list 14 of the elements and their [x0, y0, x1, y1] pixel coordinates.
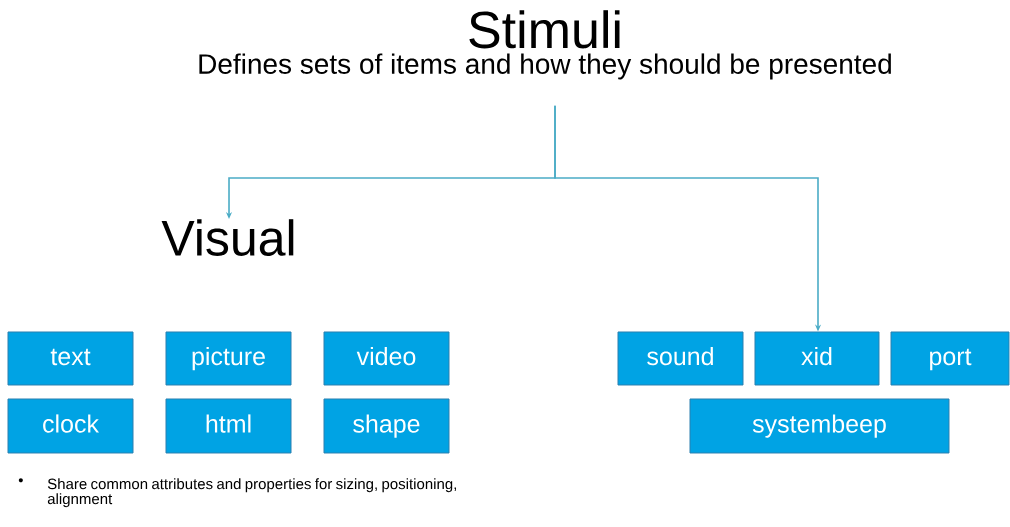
heading: Stimuli Defines sets of items and how they should be presented — [199, 10, 891, 80]
category-heading: Visual — [161, 219, 294, 256]
stimulus-box: port — [890, 331, 1010, 386]
bullet-note: Share common attributes and properties for sizing, positioning, alignment — [47, 478, 456, 508]
stimulus-box: clock — [7, 398, 134, 454]
bullet: • — [18, 478, 23, 483]
stimulus-box: html — [165, 398, 292, 454]
stimulus-box: xid — [754, 331, 880, 386]
stimulus-box: picture — [165, 331, 292, 386]
stimulus-box: text — [7, 331, 134, 386]
stimulus-box: sound — [617, 331, 744, 386]
stimulus-box: systembeep — [689, 398, 950, 454]
stimulus-box: video — [323, 331, 450, 386]
stimulus-box: shape — [323, 398, 450, 454]
